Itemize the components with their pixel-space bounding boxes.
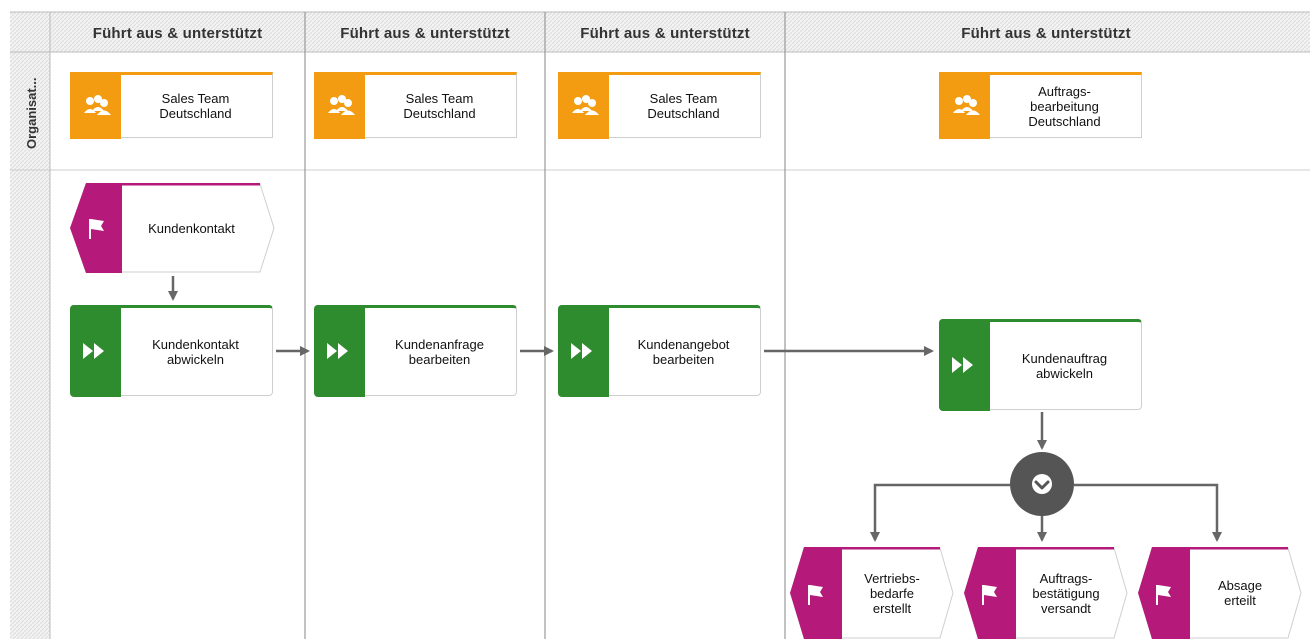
lane-header-4: Führt aus & unterstützt — [961, 25, 1131, 42]
function-kundenkontakt-abwickeln[interactable]: Kundenkontakt abwickeln — [70, 305, 273, 397]
row-label-organisation: Organisat... — [24, 77, 39, 149]
row-label-column-bg — [10, 52, 50, 639]
group-icon — [558, 72, 609, 139]
function-label: Kundenauftrag abwickeln — [1021, 350, 1108, 381]
function-kundenangebot-bearbeiten[interactable]: Kundenangebot bearbeiten — [558, 305, 761, 397]
org-unit-label: Sales Team Deutschland — [159, 91, 232, 121]
event-absage-erteilt[interactable]: Absage erteilt — [1138, 547, 1302, 639]
event-label: Kundenkontakt — [148, 220, 235, 236]
group-icon — [70, 72, 121, 139]
org-unit-label: Sales Team Deutschland — [403, 91, 476, 121]
org-unit-sales-team-1[interactable]: Sales Team Deutschland — [70, 72, 273, 139]
connector-gateway-event-left — [870, 483, 1010, 542]
lane-header-2: Führt aus & unterstützt — [340, 25, 510, 42]
flag-icon — [982, 585, 997, 605]
function-label: Kundenkontakt abwickeln — [152, 336, 239, 367]
event-label: Absage erteilt — [1217, 578, 1263, 608]
org-unit-label: Sales Team Deutschland — [647, 91, 720, 121]
chevron-down-icon — [1032, 474, 1052, 494]
fast-forward-icon — [558, 305, 609, 397]
org-unit-sales-team-3[interactable]: Sales Team Deutschland — [558, 72, 761, 139]
org-unit-label: Auftrags- bearbeitung Deutschland — [1028, 83, 1101, 129]
function-label: Kundenangebot bearbeiten — [637, 336, 730, 367]
xor-gateway[interactable] — [1010, 452, 1074, 516]
header-bar-bg — [10, 12, 1310, 52]
event-vertriebsbedarfe-erstellt[interactable]: Vertriebs- bedarfe erstellt — [790, 547, 954, 639]
lane-header-1: Führt aus & unterstützt — [92, 25, 263, 42]
event-label: Auftrags- bestätigung versandt — [1032, 570, 1100, 616]
fast-forward-icon — [939, 319, 990, 411]
function-kundenanfrage-bearbeiten[interactable]: Kundenanfrage bearbeiten — [314, 305, 517, 397]
lane-header-3: Führt aus & unterstützt — [580, 25, 750, 42]
org-unit-auftragsbearbeitung[interactable]: Auftrags- bearbeitung Deutschland — [939, 72, 1142, 139]
function-kundenauftrag-abwickeln[interactable]: Kundenauftrag abwickeln — [939, 319, 1142, 411]
event-auftragsbestaetigung-versandt[interactable]: Auftrags- bestätigung versandt — [964, 547, 1128, 639]
event-kundenkontakt[interactable]: Kundenkontakt — [70, 183, 275, 273]
flag-icon — [1156, 585, 1171, 605]
fast-forward-icon — [314, 305, 365, 397]
org-unit-sales-team-2[interactable]: Sales Team Deutschland — [314, 72, 517, 139]
connector-gateway-event-right — [1074, 483, 1222, 542]
group-icon — [939, 72, 990, 139]
event-label: Vertriebs- bedarfe erstellt — [864, 570, 920, 616]
flag-icon — [89, 219, 104, 239]
flag-icon — [808, 585, 823, 605]
fast-forward-icon — [70, 305, 121, 397]
group-icon — [314, 72, 365, 139]
function-label: Kundenanfrage bearbeiten — [395, 336, 484, 367]
